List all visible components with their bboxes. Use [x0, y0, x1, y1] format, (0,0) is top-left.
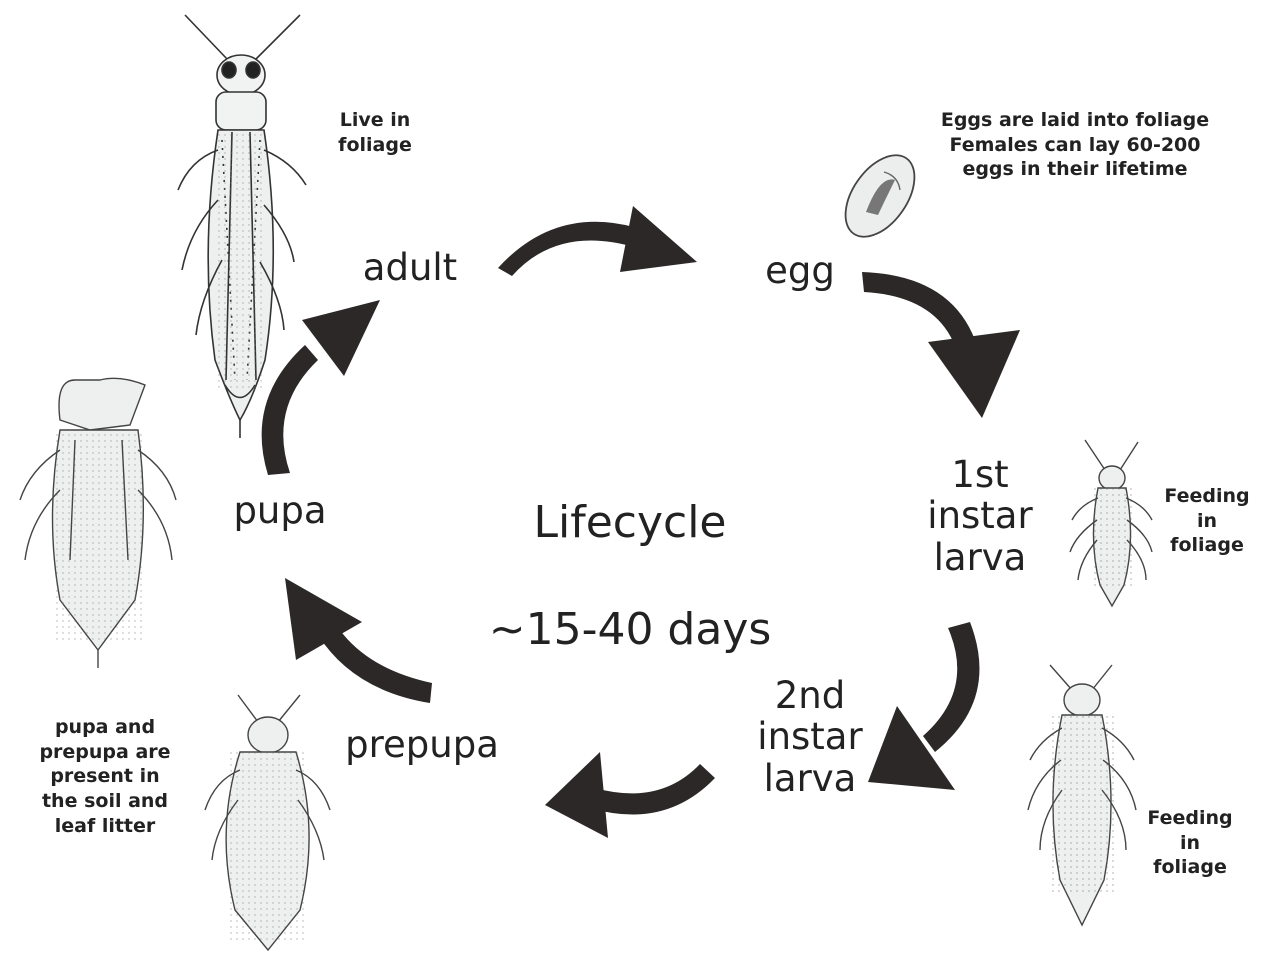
egg-illustration: [831, 143, 928, 249]
arrow-egg-to-first-instar: [862, 272, 1020, 418]
note-second-instar: Feeding in foliage: [1135, 806, 1245, 880]
stage-label-pupa: pupa: [215, 490, 345, 531]
title-line-2: ~15-40 days: [455, 603, 805, 657]
arrow-pupa-to-adult: [262, 300, 380, 475]
arrow-adult-to-egg: [498, 206, 697, 276]
stage-label-second-instar: 2nd instar larva: [735, 675, 885, 799]
note-pupa-prepupa: pupa and prepupa are present in the soil…: [20, 715, 190, 838]
lifecycle-title: Lifecycle ~15-40 days: [455, 442, 805, 710]
arrow-second-instar-to-prepupa: [545, 752, 715, 838]
note-egg: Eggs are laid into foliage Females can l…: [915, 108, 1235, 182]
first-instar-larva-illustration: [1070, 440, 1152, 606]
second-instar-larva-illustration: [1028, 665, 1136, 925]
stage-label-first-instar: 1st instar larva: [905, 454, 1055, 578]
note-adult: Live in foliage: [320, 108, 430, 157]
stage-label-egg: egg: [745, 250, 855, 291]
stage-label-adult: adult: [340, 247, 480, 288]
prepupa-illustration: [205, 695, 330, 950]
arrow-prepupa-to-pupa: [285, 578, 432, 703]
title-line-1: Lifecycle: [455, 496, 805, 550]
pupa-illustration: [20, 378, 176, 668]
note-first-instar: Feeding in foliage: [1152, 484, 1262, 558]
stage-label-prepupa: prepupa: [322, 724, 522, 765]
